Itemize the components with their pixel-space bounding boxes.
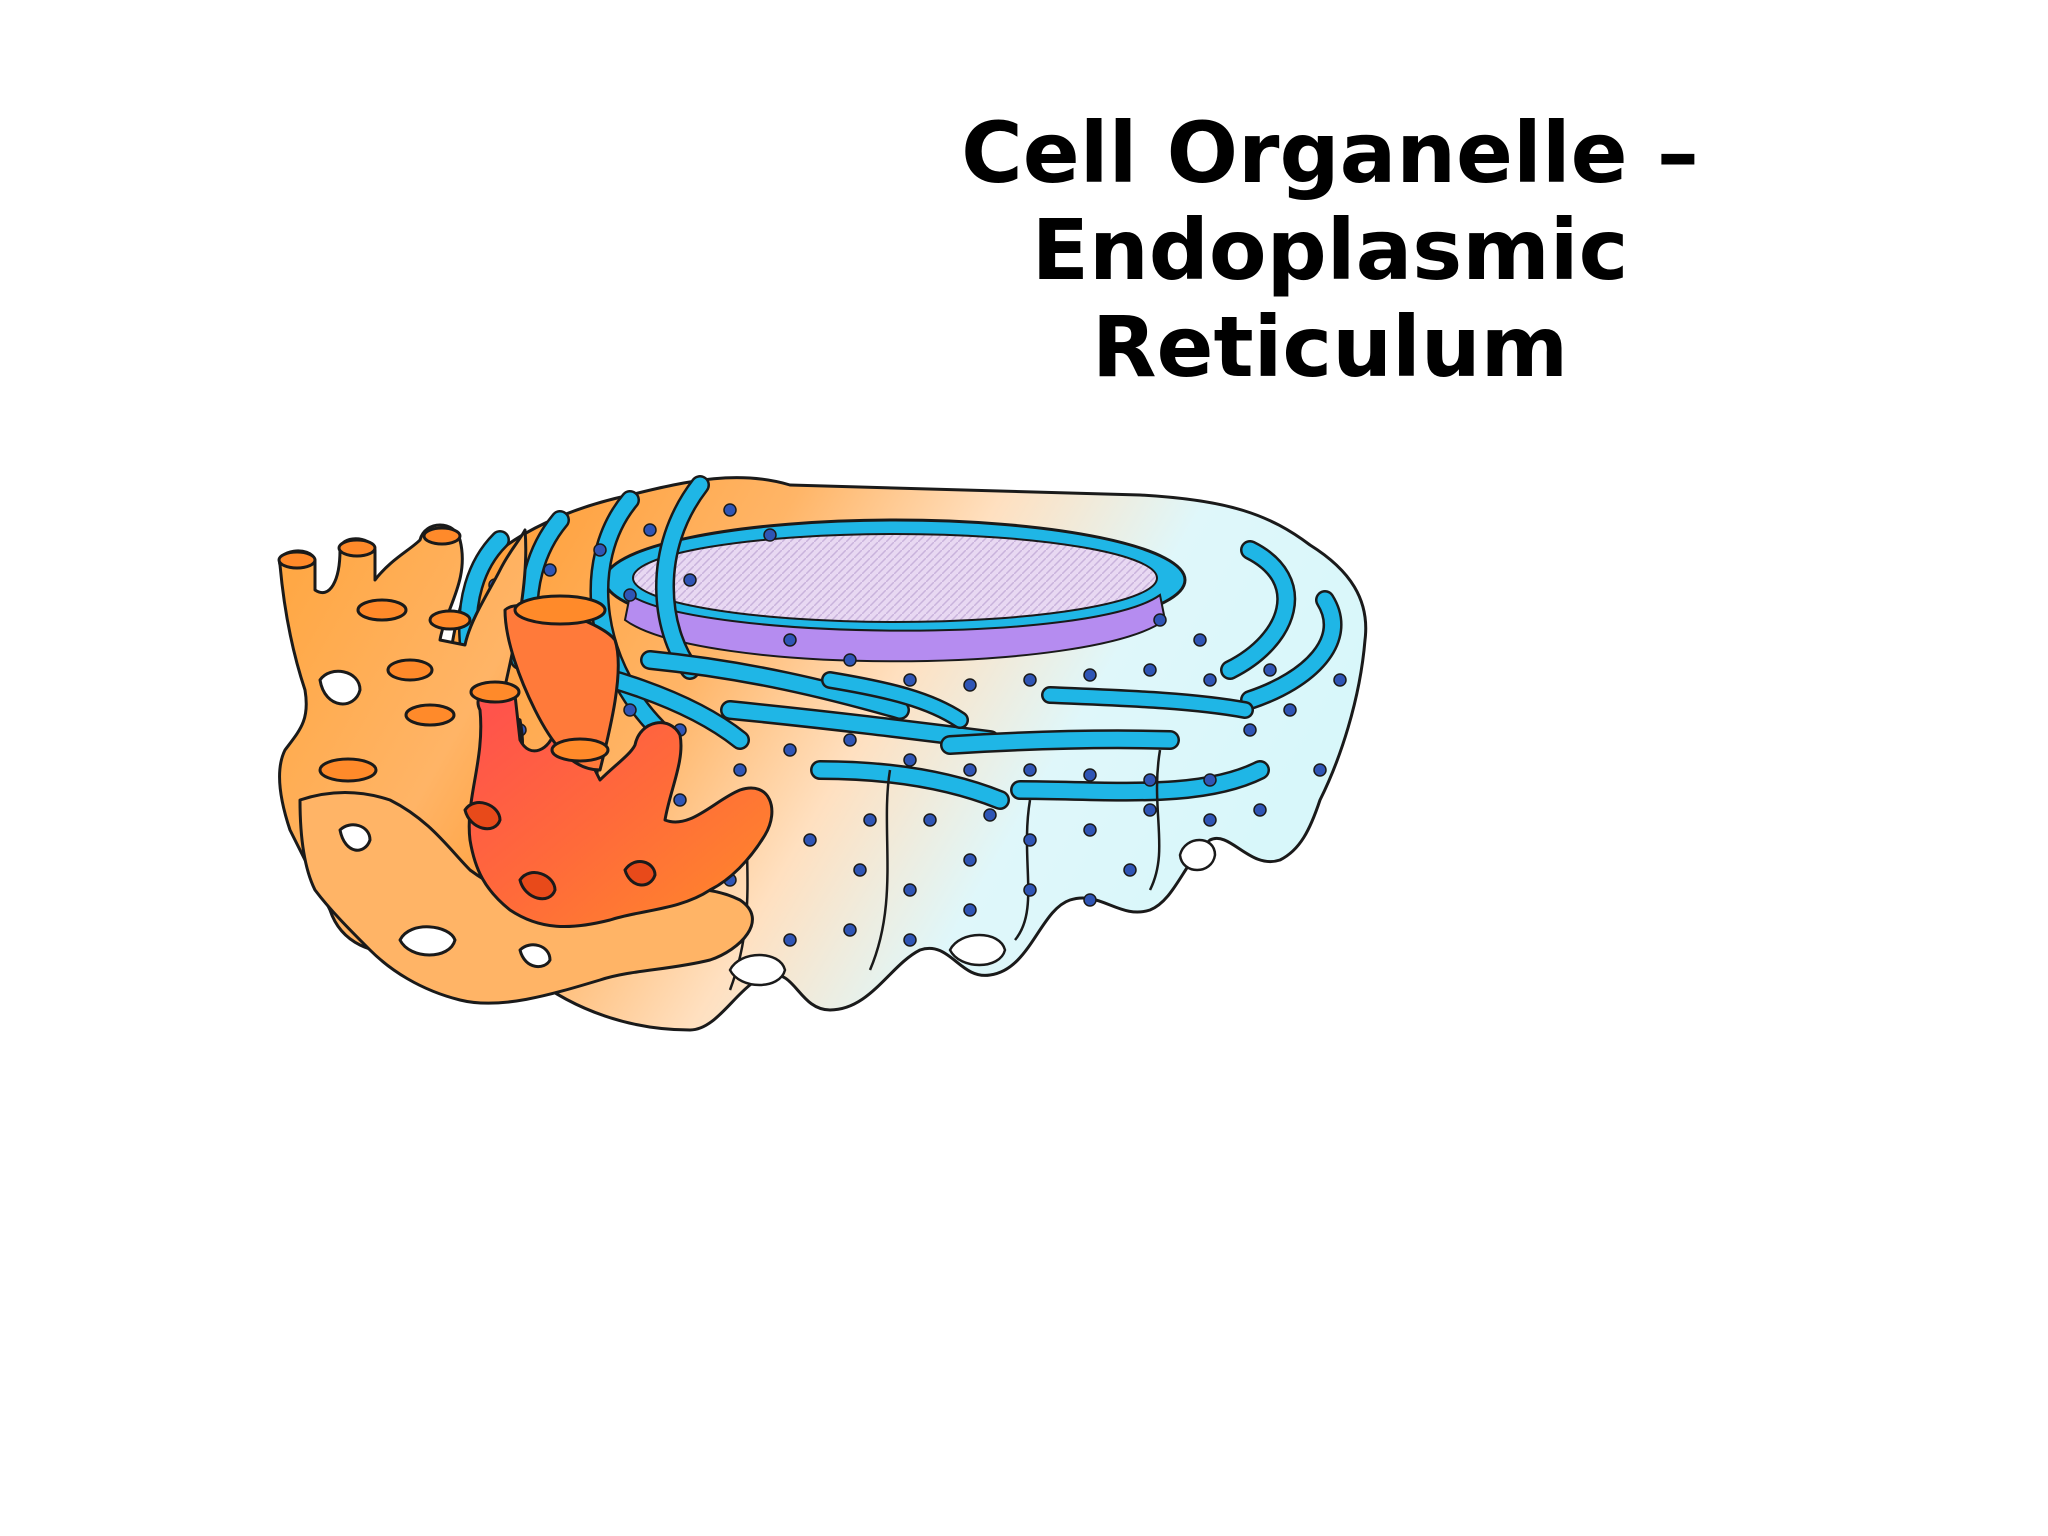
endoplasmic-reticulum-illustration bbox=[277, 475, 1368, 1032]
smooth-er bbox=[277, 523, 774, 1005]
nucleus-inner bbox=[632, 533, 1158, 623]
slide-title: Cell Organelle – Endoplasmic Reticulum bbox=[900, 105, 1760, 396]
title-line-3: Reticulum bbox=[1091, 298, 1569, 396]
ribosomes bbox=[473, 503, 1347, 947]
title-line-1: Cell Organelle – bbox=[961, 104, 1699, 202]
title-line-2: Endoplasmic bbox=[1031, 201, 1629, 299]
